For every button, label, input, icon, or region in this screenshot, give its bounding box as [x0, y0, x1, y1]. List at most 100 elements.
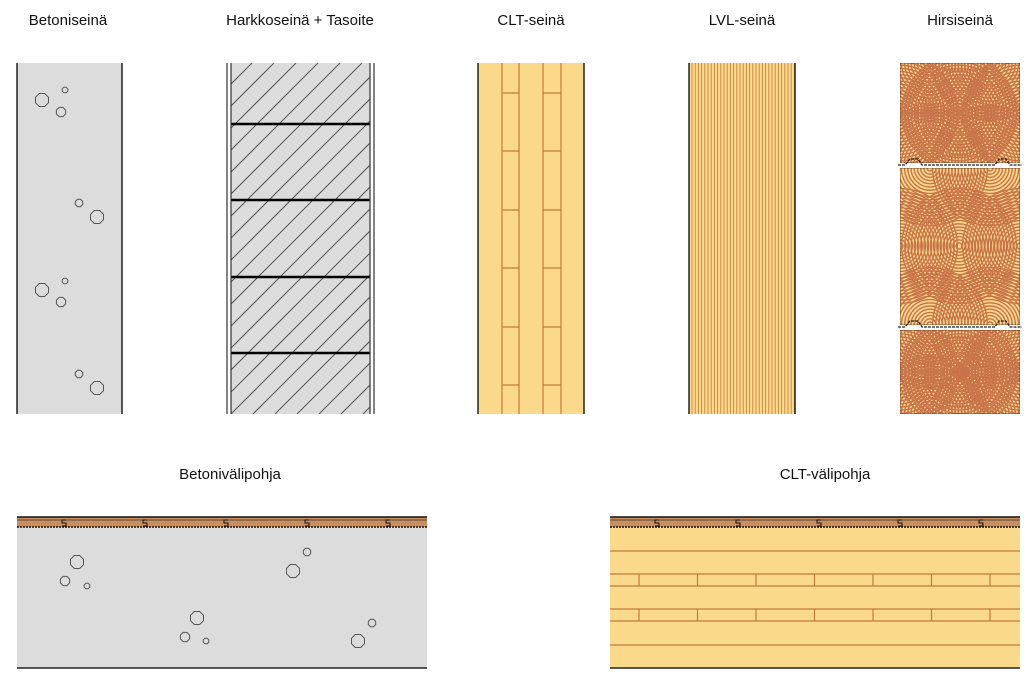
growth-ring [900, 242, 904, 250]
growth-ring [979, 314, 1001, 325]
growth-ring [979, 403, 1001, 414]
log-wall [898, 63, 1022, 414]
growth-ring [963, 298, 1017, 325]
growth-ring [947, 371, 1020, 414]
growth-ring [900, 223, 923, 269]
wall-label-clt: CLT-seinä [497, 12, 565, 29]
growth-ring [910, 394, 950, 414]
growth-ring [941, 168, 1020, 217]
growth-ring [900, 336, 936, 408]
growth-ring [926, 330, 934, 334]
growth-ring [944, 63, 1020, 109]
growth-ring [941, 63, 1020, 112]
growth-ring [900, 330, 976, 376]
growth-ring [935, 330, 1020, 385]
growth-ring [944, 117, 1020, 163]
growth-ring [900, 292, 963, 325]
growth-ring [900, 108, 985, 163]
growth-ring [986, 330, 994, 334]
growth-ring [900, 63, 989, 122]
aggregate-stone [55, 296, 67, 308]
growth-ring [983, 63, 997, 70]
growth-ring [935, 108, 1020, 163]
board-joint [223, 519, 229, 527]
growth-ring [900, 282, 973, 325]
growth-ring [900, 330, 985, 385]
aggregate-stone [61, 277, 69, 285]
wood-fill [610, 527, 1020, 668]
hatch-line [231, 63, 297, 129]
growth-ring [900, 63, 973, 106]
aggregate-stone [61, 86, 69, 94]
growth-ring [947, 63, 1020, 106]
growth-ring [923, 330, 937, 337]
growth-ring [900, 333, 939, 411]
growth-ring [900, 345, 927, 399]
aggregate-stone [367, 618, 377, 628]
growth-ring [900, 378, 966, 414]
growth-ring [986, 410, 994, 414]
growth-ring [900, 63, 969, 102]
log [900, 330, 1020, 414]
growth-ring [987, 213, 1020, 279]
growth-ring [973, 168, 1007, 185]
growth-ring [921, 330, 949, 414]
growth-ring [944, 330, 1020, 376]
growth-ring [984, 77, 1020, 149]
growth-ring [900, 219, 927, 273]
growth-ring [900, 266, 989, 325]
growth-ring [986, 168, 994, 172]
growth-ring [900, 168, 960, 198]
growth-ring [954, 63, 1020, 99]
concrete-floor [17, 516, 427, 669]
growth-ring [954, 330, 1020, 366]
growth-ring [984, 336, 1020, 408]
growth-ring [957, 168, 1020, 201]
growth-ring [926, 168, 934, 172]
growth-ring [971, 197, 1020, 295]
growth-ring [900, 273, 982, 325]
hatch-line [274, 318, 370, 414]
growth-ring [900, 371, 973, 414]
aggregate-stone [59, 575, 71, 587]
growth-ring [900, 368, 904, 376]
aggregate-stone [286, 564, 300, 578]
growth-ring [900, 330, 943, 414]
growth-ring [903, 63, 957, 90]
growth-ring [935, 63, 1020, 118]
hatch-line [231, 98, 370, 239]
concrete-fill [17, 63, 122, 414]
board-joint [978, 519, 984, 527]
growth-ring [941, 365, 1020, 414]
hatch-line [231, 186, 370, 327]
wood-fill [478, 63, 584, 414]
growth-ring [926, 63, 934, 67]
board-joint [304, 519, 310, 527]
growth-ring [954, 289, 1020, 325]
growth-ring [900, 210, 936, 282]
growth-ring [900, 362, 982, 414]
growth-ring [970, 63, 1010, 83]
growth-ring [986, 321, 994, 325]
growth-ring [965, 63, 1001, 163]
growth-ring [900, 111, 982, 163]
wall-label-harkko: Harkkoseinä + Tasoite [226, 12, 374, 29]
growth-ring [944, 168, 1020, 214]
growth-ring [900, 168, 982, 220]
aggregate-stone [74, 198, 84, 208]
aggregate-stone [83, 582, 91, 590]
growth-ring [900, 168, 976, 214]
hatch-line [231, 230, 370, 371]
hatch-line [231, 164, 370, 305]
growth-ring [900, 127, 966, 163]
growth-ring [973, 397, 1007, 414]
growth-ring [900, 226, 920, 266]
growth-ring [931, 168, 1020, 227]
growth-ring [900, 352, 920, 392]
growth-ring [1006, 358, 1020, 386]
growth-ring [1000, 352, 1020, 392]
growth-ring [913, 397, 947, 414]
growth-ring [900, 187, 959, 305]
growth-ring [960, 330, 1020, 360]
growth-ring [910, 168, 950, 188]
